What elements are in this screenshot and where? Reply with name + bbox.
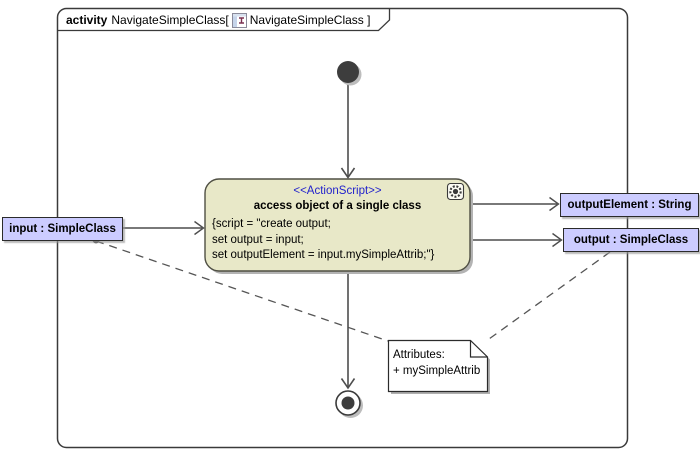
pin-label: input : SimpleClass (9, 223, 116, 235)
arrowhead-right-icon (549, 196, 560, 212)
action-stereotype: <<ActionScript>> (293, 185, 382, 197)
pin-output-simpleclass[interactable]: output : SimpleClass (563, 228, 699, 252)
activity-final-node-core (341, 396, 355, 410)
initial-node[interactable] (337, 61, 359, 83)
behavior-gear-icon (446, 182, 465, 201)
action-node[interactable] (204, 178, 471, 272)
pin-label: output : SimpleClass (573, 234, 689, 246)
action-script-body: {script = "create output; set output = i… (212, 217, 470, 264)
frame-title-tab[interactable] (57, 8, 391, 32)
note-line: + mySimpleAttrib (393, 364, 481, 377)
note-fold-corner-icon (469, 340, 488, 358)
arrowhead-right-icon (552, 232, 563, 248)
frame-title: activity NavigateSimpleClass[ NavigateSi… (66, 10, 370, 30)
note-anchor-line-input[interactable] (95, 240, 389, 342)
action-name: access object of a single class (253, 200, 422, 212)
note-line: Attributes: (393, 349, 445, 361)
arrowhead-right-icon (194, 220, 205, 236)
pin-input-simpleclass[interactable]: input : SimpleClass (2, 217, 123, 241)
arrowhead-down-icon (340, 378, 356, 390)
arrowhead-down-icon (340, 167, 356, 179)
activity-diagram-icon (231, 12, 247, 28)
frame-diagram-ref: NavigateSimpleClass ] (249, 13, 371, 27)
frame-keyword: activity (66, 13, 108, 27)
script-line: set outputElement = input.mySimpleAttrib… (212, 249, 435, 261)
pin-label: outputElement : String (567, 199, 692, 211)
script-line: set output = input; (212, 233, 304, 246)
note-shape[interactable] (387, 339, 489, 393)
action-node-text: <<ActionScript>> access object of a sing… (205, 179, 470, 271)
note-text: Attributes: + mySimpleAttrib (393, 348, 480, 379)
note-anchor-line-output[interactable] (488, 251, 611, 340)
pin-outputelement-string[interactable]: outputElement : String (560, 193, 699, 217)
frame-name: NavigateSimpleClass[ (111, 13, 229, 27)
script-line: {script = "create output; (212, 218, 331, 230)
